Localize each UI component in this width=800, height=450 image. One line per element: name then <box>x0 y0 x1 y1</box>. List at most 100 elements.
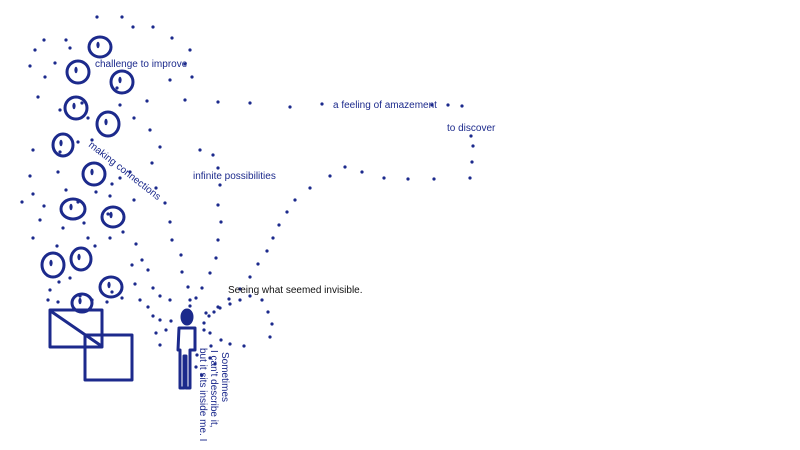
path-dot <box>86 236 90 240</box>
person-head <box>180 308 194 326</box>
back-square <box>48 308 104 349</box>
path-dot <box>216 238 220 242</box>
path-dot <box>214 256 218 260</box>
bubble-outline <box>87 35 113 59</box>
path-dot <box>148 128 152 132</box>
bubble-pupil <box>90 168 94 176</box>
path-dot <box>382 176 386 180</box>
path-dot <box>86 116 90 120</box>
path-dot <box>158 145 162 149</box>
path-dot <box>208 271 212 275</box>
path-dot <box>460 104 464 108</box>
path-dot <box>110 290 114 294</box>
path-dot <box>260 298 264 302</box>
path-dot <box>36 95 40 99</box>
path-dot <box>194 296 198 300</box>
path-dot <box>132 198 136 202</box>
path-dot <box>360 170 364 174</box>
path-dot <box>219 338 223 342</box>
label-sometimes-line-2: I can't describe it, <box>208 350 219 428</box>
front-square <box>83 333 134 382</box>
path-dot <box>43 75 47 79</box>
path-dot <box>76 140 80 144</box>
path-dot <box>57 280 61 284</box>
bubble-outline <box>69 246 93 272</box>
person-body <box>176 326 197 390</box>
path-dot <box>212 310 216 314</box>
thought-bubbles <box>40 35 135 314</box>
path-dot <box>168 298 172 302</box>
path-dot <box>110 182 114 186</box>
bubble-outline <box>81 161 107 187</box>
thought-bubble <box>65 59 91 85</box>
path-dot <box>170 36 174 40</box>
bubble-outline <box>40 251 66 279</box>
label-challenge-to-improve: challenge to improve <box>95 59 188 70</box>
thought-bubble <box>100 205 126 229</box>
path-dot <box>150 161 154 165</box>
path-dot <box>242 344 246 348</box>
path-dot <box>33 48 37 52</box>
path-dot <box>128 170 132 174</box>
path-dot <box>211 153 215 157</box>
path-dot <box>131 25 135 29</box>
path-dot <box>138 298 142 302</box>
bubble-pupil <box>49 259 53 267</box>
overlapping-squares <box>48 308 134 382</box>
path-dot <box>61 226 65 230</box>
path-dot <box>82 221 86 225</box>
path-dot <box>271 236 275 240</box>
label-infinite-possibilities: infinite possibilities <box>193 171 276 182</box>
path-dot <box>198 148 202 152</box>
path-dot <box>108 194 112 198</box>
path-dot <box>227 297 231 301</box>
path-dot <box>154 186 158 190</box>
path-dot <box>168 78 172 82</box>
path-dot <box>228 302 232 306</box>
path-dot <box>169 319 173 323</box>
path-dot <box>194 365 198 369</box>
path-dot <box>151 314 155 318</box>
path-dot <box>158 343 162 347</box>
path-dot <box>406 177 410 181</box>
path-dot <box>213 362 217 366</box>
path-dot <box>470 160 474 164</box>
label-sometimes-line-1: Sometimes <box>219 352 230 402</box>
path-dot <box>238 287 242 291</box>
bubble-pupil <box>69 203 73 211</box>
path-dot <box>38 218 42 222</box>
path-dot <box>179 253 183 257</box>
path-dot <box>188 48 192 52</box>
path-dot <box>265 249 269 253</box>
path-dot <box>180 270 184 274</box>
bubble-outline <box>100 205 126 229</box>
path-dot <box>158 294 162 298</box>
path-dot <box>343 165 347 169</box>
path-dot <box>188 304 192 308</box>
path-dot <box>120 296 124 300</box>
label-sometimes-line-3: but it sits inside me. I <box>197 348 208 441</box>
path-dot <box>140 258 144 262</box>
path-dot <box>53 61 57 65</box>
thought-bubble <box>95 110 121 138</box>
bubble-outline <box>109 69 135 95</box>
thought-bubble <box>59 197 87 221</box>
bubble-pupil <box>118 76 122 84</box>
label-seeing-invisible: Seeing what seemed invisible. <box>228 285 363 296</box>
path-dot <box>219 220 223 224</box>
path-dot <box>216 203 220 207</box>
thought-bubble <box>109 69 135 95</box>
path-dot <box>238 298 242 302</box>
path-dot <box>328 174 332 178</box>
thought-bubble <box>87 35 113 59</box>
label-sometimes-block: Sometimes I can't describe it, but it si… <box>197 348 230 441</box>
path-dot <box>183 98 187 102</box>
bubble-outline <box>98 275 124 299</box>
path-dot <box>145 99 149 103</box>
path-dot <box>170 238 174 242</box>
path-dot <box>108 236 112 240</box>
path-dot <box>42 38 46 42</box>
bubble-outline <box>63 95 89 121</box>
path-dot <box>228 342 232 346</box>
